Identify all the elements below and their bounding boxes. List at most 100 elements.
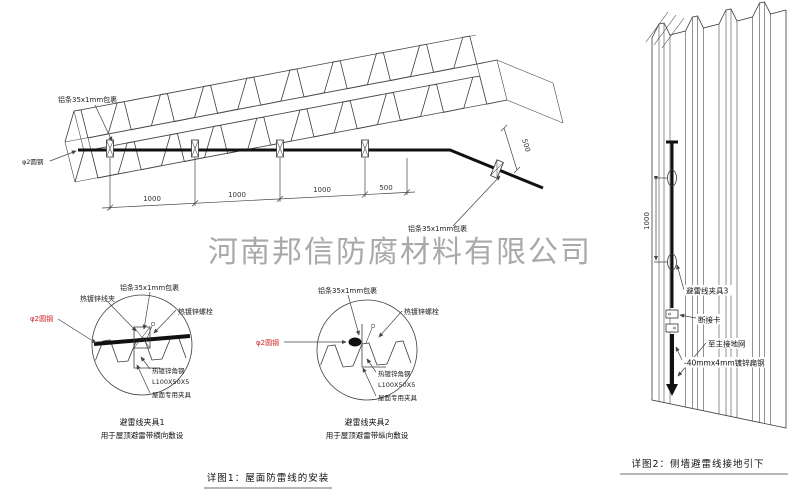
roof-back-profile xyxy=(64,35,498,143)
detail-2-leaders xyxy=(284,294,403,397)
clamp-mark xyxy=(191,139,199,158)
extension-lines xyxy=(109,158,408,210)
leader-line xyxy=(676,264,685,291)
dimension-label: 1000 xyxy=(143,195,161,203)
dimension-line xyxy=(101,191,416,209)
rib-lines-front xyxy=(74,75,508,183)
wire-clip-label: 热镀锌线夹 xyxy=(80,294,115,303)
leader-line xyxy=(347,294,360,336)
dimension-label: 1000 xyxy=(643,212,651,230)
angle-steel-spec: L100X50X5 xyxy=(378,381,415,389)
detail-1-subtitle: 用于屋顶避雷带横向敷设 xyxy=(101,430,184,440)
down-conductor xyxy=(666,140,678,308)
clamp-mark xyxy=(490,159,504,179)
bolt-label: 热镀锌螺栓 xyxy=(178,307,213,316)
disconnect-label: 断接卡 xyxy=(698,315,721,325)
leader-line xyxy=(378,310,403,338)
wall-corrugation-lines xyxy=(658,2,771,425)
alu-strip-label: 铝条35x1mm包裹 xyxy=(58,95,117,104)
wall-dimension: 1000 xyxy=(643,175,668,263)
gable-edges xyxy=(64,59,508,183)
bolt-shank xyxy=(145,325,153,342)
caption-detail-2: 详图2：侧墙避雷线接地引下 xyxy=(620,458,788,475)
leader-line xyxy=(136,364,151,394)
dimension-label: 1000 xyxy=(313,186,331,194)
leader-line xyxy=(107,301,137,332)
round-steel-label: φ2圆钢 xyxy=(256,338,279,347)
leader-line xyxy=(140,356,151,370)
leader-line xyxy=(94,104,113,142)
rib-lines-back xyxy=(64,34,498,143)
leader-line xyxy=(679,313,697,319)
clamp-detail-2: 铝条35x1mm包裹 热镀锌螺栓 φ2圆钢 热镀锌角钢 L100X50X5 屋面… xyxy=(256,286,439,440)
round-steel-label: φ2圆钢 xyxy=(22,158,44,166)
detail-2-section xyxy=(318,323,412,370)
leader-line xyxy=(452,175,501,227)
label-mask xyxy=(706,338,750,349)
detail-circle xyxy=(316,299,418,401)
bolt-shank xyxy=(365,327,373,344)
detail-circle xyxy=(91,294,193,396)
roof-clamp-label: 屋面专用夹具 xyxy=(152,390,192,399)
clamp3-label: 避雷线夹具3 xyxy=(686,286,728,296)
leader-line xyxy=(362,367,377,397)
alu-strip-label: 铝条35x1mm包裹 xyxy=(120,283,179,292)
roof-isometric-view: 1000 1000 1000 500 500 铝条35x1mm包裹 铝条35x1… xyxy=(22,34,564,233)
roof-clamp-label: 屋面专用夹具 xyxy=(378,393,418,402)
leader-line xyxy=(57,318,97,344)
to-ground-label: 至主接地网 xyxy=(708,339,746,349)
detail-2-subtitle: 用于屋顶避雷带纵向敷设 xyxy=(326,430,409,440)
dimension-label: 500 xyxy=(379,184,392,192)
leader-line xyxy=(142,291,151,330)
dimension-ticks xyxy=(106,189,411,211)
clamp-mark xyxy=(276,139,284,158)
bolt-label: 热镀锌螺栓 xyxy=(404,307,439,316)
alu-strip-label: 铝条35x1mm包裹 xyxy=(408,224,467,233)
angle-steel-label: 热镀锌角钢 xyxy=(152,366,185,375)
detail-2-title: 避雷线夹具2 xyxy=(344,417,389,427)
roof-right-panel xyxy=(496,59,564,124)
detail-1-caption: 详图1：屋面防雷线的安装 xyxy=(207,472,330,484)
angle-steel-label: 热镀锌角钢 xyxy=(378,369,411,378)
bolt-head xyxy=(370,323,376,329)
round-steel-label: φ2圆钢 xyxy=(30,314,53,323)
dimension-label: 1000 xyxy=(228,191,246,199)
angle-steel-spec: L100X50X5 xyxy=(152,378,189,386)
leader-line xyxy=(49,150,77,162)
break-hatch xyxy=(645,11,685,49)
leader-line xyxy=(675,346,683,361)
clamp-cross xyxy=(133,326,151,349)
dimension-label: 500 xyxy=(520,138,532,153)
angle-steel-section xyxy=(361,324,386,368)
label-mask xyxy=(696,314,724,325)
company-watermark: 河南邦信防腐材料有限公司 xyxy=(208,235,592,270)
down-arrow xyxy=(666,384,678,396)
cable-section xyxy=(93,334,191,346)
roof-front-profile xyxy=(74,75,508,183)
alu-strip-label: 铝条35x1mm包裹 xyxy=(318,286,377,295)
leader-line xyxy=(153,309,177,334)
detail-1-section xyxy=(93,321,191,369)
clamp-mark xyxy=(361,139,369,158)
label-mask xyxy=(684,285,732,296)
flat-steel-label: -40mmx4mm镀锌扁钢 xyxy=(684,358,765,368)
leader-line xyxy=(366,358,377,373)
label-mask xyxy=(682,357,770,368)
cable-clamps xyxy=(106,139,504,179)
wall-view: 1000 避雷线夹具3 断接卡 至主接地网 -40mmx4mm镀锌扁钢 xyxy=(643,1,787,429)
angle-steel-section xyxy=(133,348,160,369)
detail-2-caption: 详图2：侧墙避雷线接地引下 xyxy=(631,458,764,470)
dimension-chain: 1000 1000 1000 500 500 xyxy=(101,124,532,211)
clamp-body xyxy=(133,326,151,349)
caption-detail-1: 详图1：屋面防雷线的安装 xyxy=(204,472,332,489)
detail-1-leaders xyxy=(57,291,177,394)
detail-1-title: 避雷线夹具1 xyxy=(119,417,164,427)
roof-profile-section xyxy=(318,340,412,370)
clamp-detail-1: 铝条35x1mm包裹 热镀锌线夹 热镀锌螺栓 φ2圆钢 热镀锌角钢 L100X5… xyxy=(30,283,213,440)
disconnect-card xyxy=(665,309,679,333)
bolt-head xyxy=(150,321,156,327)
cable-cross-section xyxy=(348,337,362,347)
slope-dimension-line xyxy=(500,124,521,174)
